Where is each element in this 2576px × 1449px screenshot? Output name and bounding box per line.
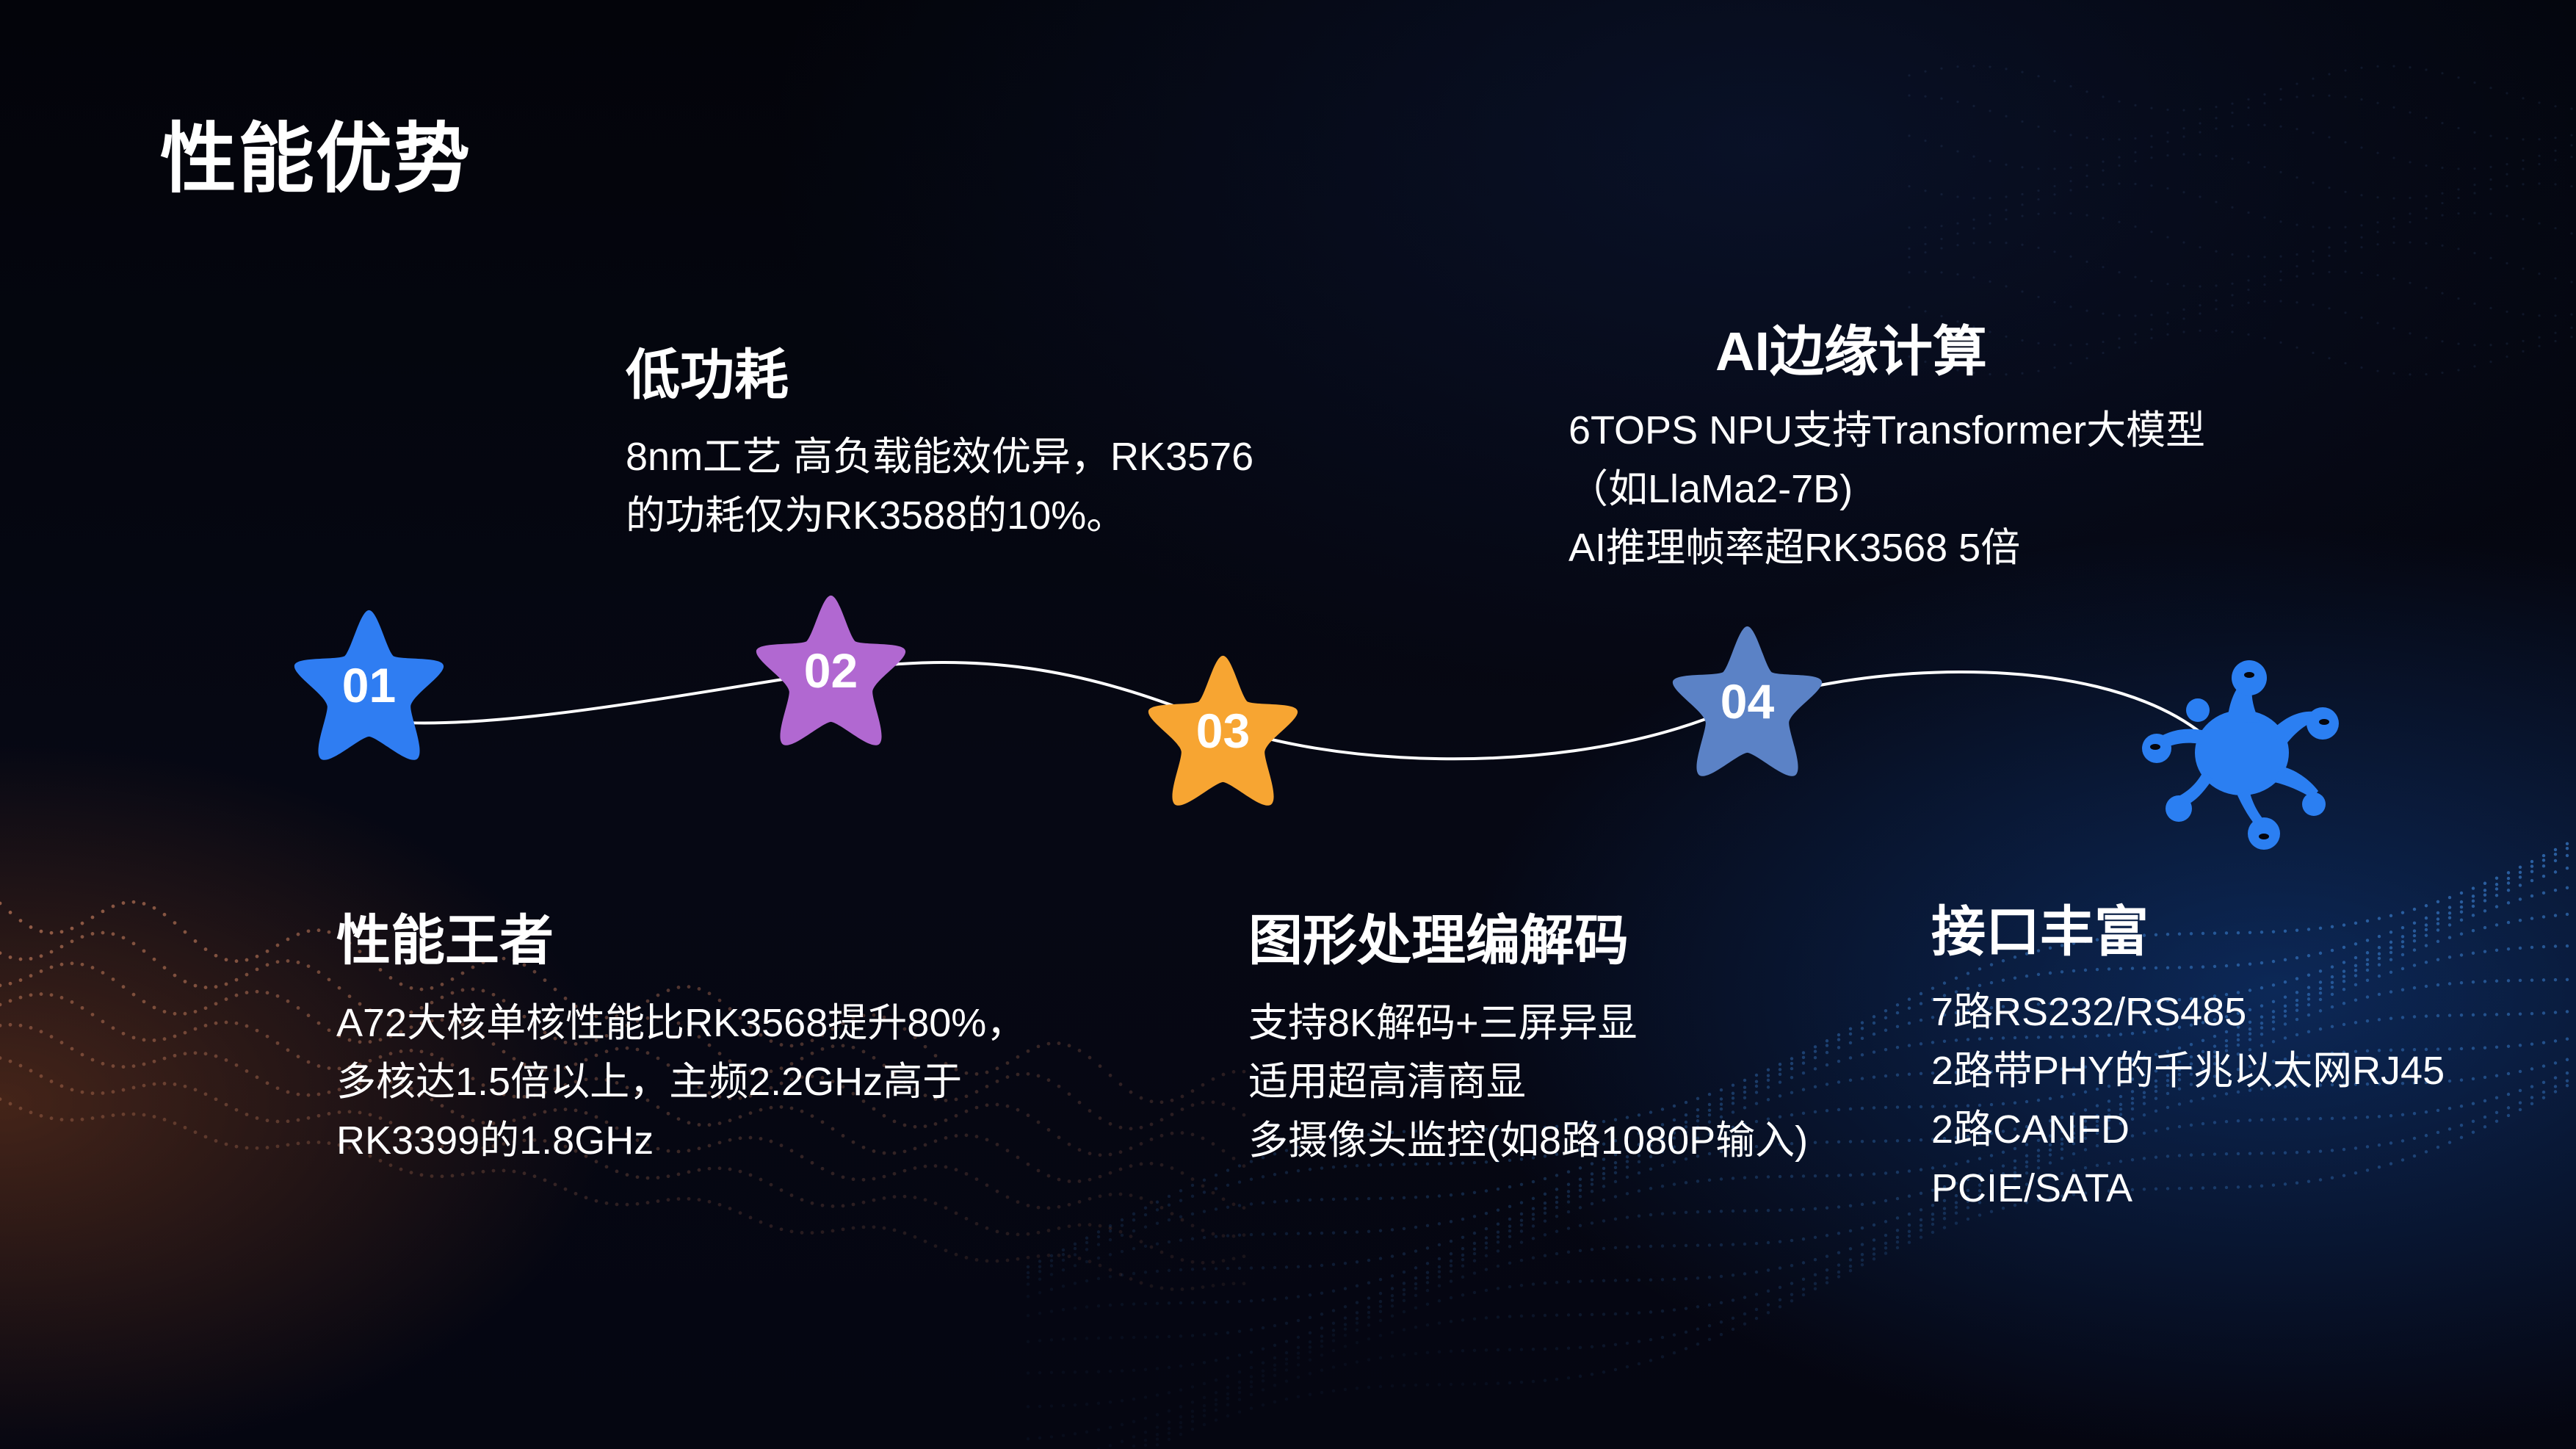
- item-04-line-1: 6TOPS NPU支持Transformer大模型: [1569, 408, 2206, 452]
- item-04-line-2: （如LlaMa2-7B): [1569, 467, 1853, 511]
- item-03-description: 支持8K解码+三屏异显 适用超高清商显 多摄像头监控(如8路1080P输入): [1248, 994, 1808, 1170]
- star-shape-icon: [294, 610, 444, 760]
- star-02-fill: [756, 595, 906, 745]
- item-01-line-2: 多核达1.5倍以上，主频2.2GHz高于: [336, 1060, 963, 1104]
- star-04-fill: [1672, 626, 1823, 776]
- splat-marker-05: [2142, 654, 2341, 852]
- star-shape-icon: [1672, 626, 1823, 776]
- item-01-line-3: RK3399的1.8GHz: [336, 1119, 654, 1163]
- item-05-line-3: 2路CANFD: [1931, 1107, 2130, 1152]
- star-marker-02: 02: [752, 588, 910, 753]
- item-02-line-2: 的功耗仅为RK3588的10%。: [626, 494, 1126, 538]
- item-03-line-2: 适用超高清商显: [1248, 1060, 1526, 1104]
- star-number-03: 03: [1195, 703, 1251, 758]
- item-01-description: A72大核单核性能比RK3568提升80%， 多核达1.5倍以上，主频2.2GH…: [336, 994, 1026, 1170]
- item-02-description: 8nm工艺 高负载能效优异，RK3576 的功耗仅为RK3588的10%。: [626, 427, 1253, 545]
- splat-icon: [2142, 660, 2339, 850]
- item-05-description: 7路RS232/RS485 2路带PHY的千兆以太网RJ45 2路CANFD P…: [1931, 983, 2445, 1218]
- star-marker-03: 03: [1144, 648, 1302, 813]
- slide-title: 性能优势: [160, 117, 472, 202]
- item-04-description: 6TOPS NPU支持Transformer大模型 （如LlaMa2-7B) A…: [1569, 401, 2205, 577]
- star-number-02: 02: [803, 643, 858, 698]
- item-02-heading: 低功耗: [626, 344, 789, 405]
- item-03-line-3: 多摄像头监控(如8路1080P输入): [1248, 1119, 1809, 1163]
- star-marker-01: 01: [290, 602, 448, 767]
- item-01-heading: 性能王者: [336, 910, 554, 971]
- item-05-line-2: 2路带PHY的千兆以太网RJ45: [1931, 1049, 2445, 1093]
- item-02-line-1: 8nm工艺 高负载能效优异，RK3576: [626, 435, 1254, 479]
- item-04-heading: AI边缘计算: [1715, 321, 1987, 382]
- item-03-heading: 图形处理编解码: [1248, 910, 1629, 971]
- star-number-01: 01: [341, 657, 397, 712]
- star-number-04: 04: [1720, 673, 1775, 729]
- star-03-fill: [1148, 655, 1298, 806]
- item-05-line-1: 7路RS232/RS485: [1931, 990, 2247, 1034]
- star-marker-04: 04: [1668, 618, 1826, 784]
- item-01-line-1: A72大核单核性能比RK3568提升80%，: [336, 1001, 1027, 1045]
- item-05-heading: 接口丰富: [1931, 901, 2149, 962]
- item-05-line-4: PCIE/SATA: [1931, 1166, 2133, 1210]
- star-shape-icon: [1148, 655, 1298, 806]
- item-04-line-3: AI推理帧率超RK3568 5倍: [1569, 526, 2021, 570]
- star-shape-icon: [756, 595, 906, 745]
- item-03-line-1: 支持8K解码+三屏异显: [1248, 1001, 1638, 1045]
- star-01-fill: [294, 610, 444, 760]
